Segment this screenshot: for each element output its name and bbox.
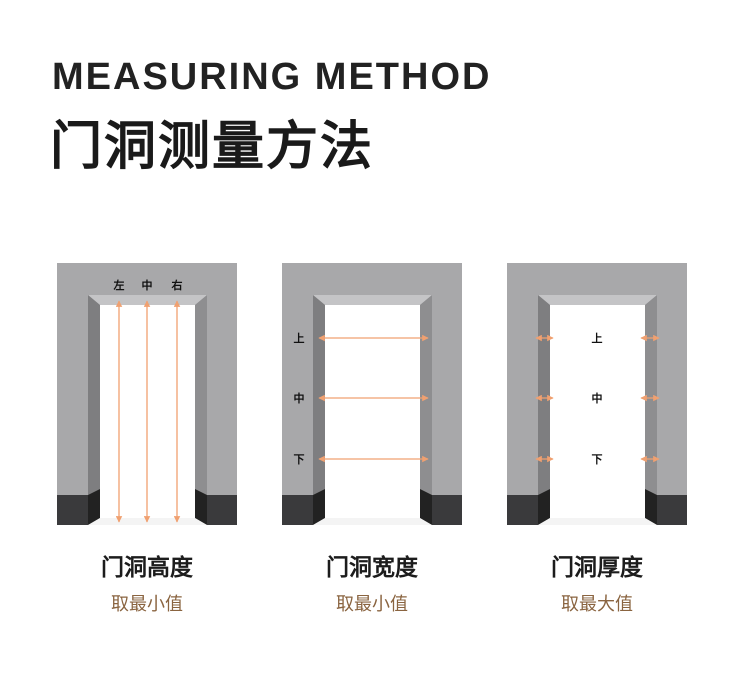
- baseboard-left-jamb: [88, 489, 100, 525]
- caption-title: 门洞高度: [101, 555, 193, 581]
- baseboard-right-jamb: [420, 489, 432, 525]
- left-jamb: [313, 295, 325, 525]
- mark-middle: 中: [592, 391, 603, 405]
- mark-middle: 中: [142, 278, 153, 292]
- baseboard-right: [432, 495, 462, 525]
- mark-left: 左: [113, 278, 125, 292]
- caption-subtitle: 取最小值: [111, 594, 183, 615]
- mark-bottom: 下: [294, 453, 305, 466]
- left-jamb: [88, 295, 100, 525]
- baseboard-right: [207, 495, 237, 525]
- caption-height: 门洞高度 取最小值: [57, 548, 237, 616]
- lintel-bevel: [313, 295, 432, 305]
- baseboard-right-jamb: [195, 489, 207, 525]
- mark-right: 右: [171, 278, 183, 292]
- floor: [538, 518, 657, 525]
- right-jamb: [420, 295, 432, 525]
- caption-thickness: 门洞厚度 取最大值: [507, 548, 687, 616]
- left-jamb: [538, 295, 550, 525]
- floor: [313, 518, 432, 525]
- caption-subtitle: 取最大值: [561, 594, 633, 615]
- door-height-diagram: 左 中 右: [57, 263, 237, 525]
- door-opening: [550, 305, 645, 518]
- mark-top: 上: [294, 331, 305, 345]
- baseboard-right-jamb: [645, 489, 657, 525]
- title-english: MEASURING METHOD: [52, 56, 492, 98]
- baseboard-left: [282, 495, 313, 525]
- baseboard-right: [657, 495, 687, 525]
- mark-middle: 中: [294, 391, 305, 405]
- right-jamb: [645, 295, 657, 525]
- baseboard-left-jamb: [538, 489, 550, 525]
- mark-bottom: 下: [592, 453, 603, 466]
- door-opening: [325, 305, 420, 518]
- baseboard-left: [507, 495, 538, 525]
- caption-title: 门洞厚度: [551, 555, 643, 581]
- caption-width: 门洞宽度 取最小值: [282, 548, 462, 616]
- door-width-diagram: 上 中 下: [282, 263, 462, 525]
- title-chinese: 门洞测量方法: [50, 117, 375, 177]
- caption-title: 门洞宽度: [326, 555, 418, 581]
- caption-subtitle: 取最小值: [336, 594, 408, 615]
- right-jamb: [195, 295, 207, 525]
- mark-top: 上: [592, 331, 603, 345]
- lintel-bevel: [538, 295, 657, 305]
- baseboard-left-jamb: [313, 489, 325, 525]
- door-thickness-diagram: 上 中 下: [507, 263, 687, 525]
- baseboard-left: [57, 495, 88, 525]
